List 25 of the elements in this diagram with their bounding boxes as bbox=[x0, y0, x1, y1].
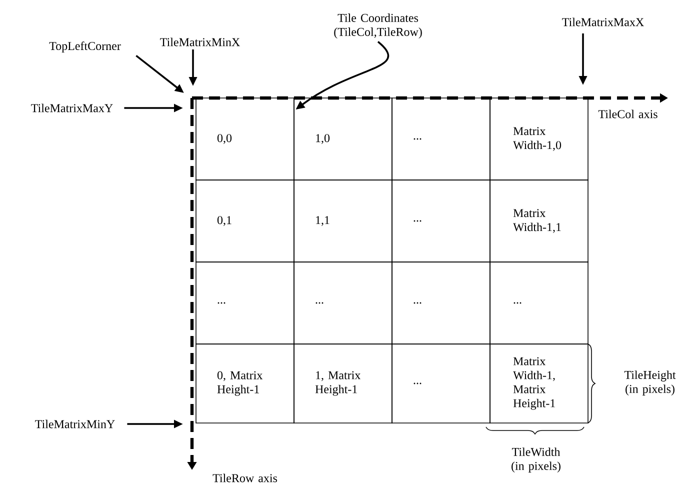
grid-cell: ... bbox=[392, 180, 490, 262]
grid-cell: ... bbox=[196, 262, 294, 344]
axis-label: TopLeftCorner bbox=[49, 42, 121, 52]
grid-cell: Matrix Width-1,0 bbox=[490, 98, 588, 180]
dimension-label: TileWidth (in pixels) bbox=[512, 448, 560, 472]
dimension-label: TileHeight (in pixels) bbox=[624, 370, 676, 396]
axis-label: Tile Coordinates (TileCol,TileRow) bbox=[334, 14, 422, 38]
grid-cell: ... bbox=[392, 98, 490, 180]
grid-cell: 0,0 bbox=[196, 98, 294, 180]
axis-label: TileMatrixMinX bbox=[160, 38, 240, 46]
axis-label: TileRow axis bbox=[212, 474, 278, 482]
grid-cell: 1,1 bbox=[294, 180, 392, 262]
grid-cell: ... bbox=[294, 262, 392, 344]
axis-label: TileMatrixMinY bbox=[35, 420, 115, 428]
grid-cell: 0,1 bbox=[196, 180, 294, 262]
grid-cell: Matrix Width-1, Matrix Height-1 bbox=[490, 344, 588, 424]
grid-cell: 1, Matrix Height-1 bbox=[294, 344, 392, 424]
grid-cell: 1,0 bbox=[294, 98, 392, 180]
grid-cell: 0, Matrix Height-1 bbox=[196, 344, 294, 424]
grid-cell: Matrix Width-1,1 bbox=[490, 180, 588, 262]
grid-cell: ... bbox=[490, 262, 588, 344]
grid-cell: ... bbox=[392, 262, 490, 344]
axis-label: TileMatrixMaxX bbox=[562, 18, 644, 26]
grid-cell: ... bbox=[392, 344, 490, 424]
axis-label: TileMatrixMaxY bbox=[31, 104, 113, 112]
